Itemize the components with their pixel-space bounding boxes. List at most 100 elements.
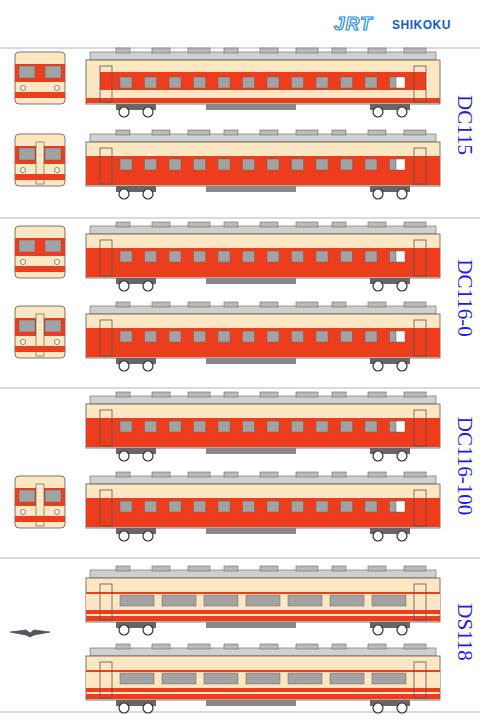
window <box>267 77 279 88</box>
wheel <box>373 189 383 199</box>
wheel <box>119 189 129 199</box>
roof-equipment <box>224 472 238 477</box>
roof-equipment <box>224 566 238 571</box>
window <box>330 673 364 684</box>
red-skirt <box>86 352 440 357</box>
roof-equipment <box>116 392 130 397</box>
roof-equipment <box>224 130 238 135</box>
window <box>341 77 353 88</box>
window <box>218 159 230 170</box>
car-body <box>86 656 440 700</box>
roof-equipment <box>116 472 130 477</box>
window <box>162 595 196 606</box>
door <box>100 148 112 184</box>
roof-equipment <box>260 48 278 53</box>
roof-equipment <box>404 566 426 571</box>
car-body <box>86 142 440 186</box>
railcar-side <box>86 130 440 199</box>
window <box>204 673 238 684</box>
roof-equipment <box>260 472 278 477</box>
roof-equipment <box>224 48 238 53</box>
wheel <box>397 189 407 199</box>
front-skirt <box>15 92 65 98</box>
window <box>341 421 353 432</box>
underfloor-equipment <box>206 104 296 110</box>
roof-equipment <box>116 302 130 307</box>
door <box>100 66 112 102</box>
wheel <box>119 625 129 635</box>
front-red <box>15 64 65 82</box>
section-divider <box>0 48 480 712</box>
window <box>194 77 206 88</box>
window <box>194 421 206 432</box>
roof-equipment <box>152 130 170 135</box>
headlight <box>55 510 60 515</box>
underfloor-equipment <box>206 448 296 454</box>
wheel <box>119 361 129 371</box>
red-band <box>86 418 440 444</box>
door <box>100 410 112 446</box>
roof-equipment <box>296 392 318 397</box>
roof-equipment <box>224 392 238 397</box>
front-skirt <box>15 174 65 180</box>
wheel <box>397 531 407 541</box>
window <box>316 501 328 512</box>
window <box>120 673 154 684</box>
car-body <box>86 404 440 448</box>
roof-equipment <box>404 48 426 53</box>
window <box>396 77 405 88</box>
window <box>120 421 132 432</box>
roof-equipment <box>368 222 386 227</box>
window <box>288 673 322 684</box>
front-window <box>45 148 61 160</box>
window <box>243 501 255 512</box>
window <box>145 77 157 88</box>
wheel <box>143 189 153 199</box>
window <box>267 501 279 512</box>
roof-equipment <box>296 222 318 227</box>
window <box>365 251 377 262</box>
wheel <box>397 703 407 713</box>
red-skirt <box>86 694 440 699</box>
window <box>316 77 328 88</box>
front-body <box>15 226 65 278</box>
wheel <box>397 107 407 117</box>
window <box>194 251 206 262</box>
window <box>120 595 154 606</box>
window <box>372 595 406 606</box>
railcar-front <box>15 226 65 278</box>
front-body <box>15 52 65 104</box>
front-window <box>19 240 35 252</box>
front-window <box>19 490 35 502</box>
window <box>365 77 377 88</box>
roof-equipment <box>368 302 386 307</box>
wheel <box>397 451 407 461</box>
railcar-side <box>86 222 440 291</box>
headlight <box>55 168 60 173</box>
window <box>243 331 255 342</box>
window <box>267 421 279 432</box>
window <box>341 159 353 170</box>
emblem <box>10 630 50 637</box>
roof-equipment <box>116 644 130 649</box>
window <box>145 331 157 342</box>
window <box>169 421 181 432</box>
roof-equipment <box>224 302 238 307</box>
roof-equipment <box>332 644 346 649</box>
window <box>169 331 181 342</box>
series-label: DS118 <box>454 603 475 661</box>
window <box>341 251 353 262</box>
wheel <box>143 451 153 461</box>
front-body <box>15 306 65 358</box>
door <box>414 662 426 698</box>
red-band <box>86 248 440 274</box>
wheel <box>397 281 407 291</box>
wheel <box>373 361 383 371</box>
red-skirt <box>86 442 440 447</box>
roof-equipment <box>188 644 210 649</box>
front-window <box>45 320 61 332</box>
red-band <box>86 156 440 182</box>
roof-equipment <box>116 48 130 53</box>
underfloor-equipment <box>206 528 296 534</box>
window <box>246 673 280 684</box>
